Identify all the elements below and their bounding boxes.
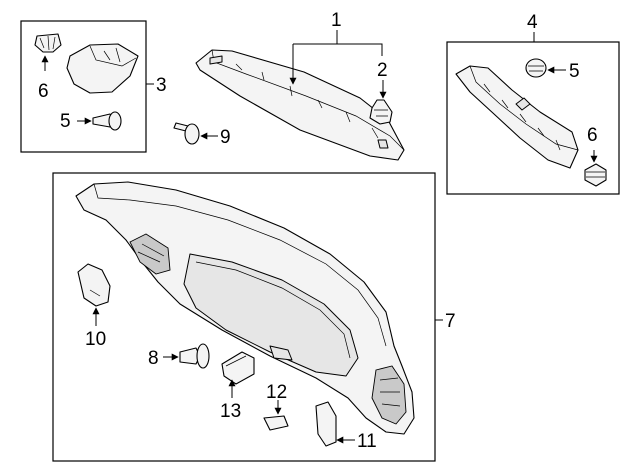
callout-1: 1 (331, 10, 342, 31)
cover-11: 11 (315, 401, 377, 452)
kit-box-3: 6 5 3 (20, 20, 167, 153)
callout-3: 3 (156, 75, 167, 96)
kit-box-4-frame (446, 41, 620, 195)
push-pin-clip-6 (34, 33, 62, 71)
callout-9: 9 (220, 127, 231, 148)
upper-trim-panel-1: 1 (195, 10, 405, 161)
clip-5: 5 (525, 58, 580, 82)
bolt-8: 8 (148, 343, 210, 369)
kit-box-3-frame (20, 20, 147, 153)
callout-2: 2 (377, 60, 388, 81)
kit-box-4: 4 5 6 (446, 12, 620, 195)
kit-box-7-frame (52, 172, 436, 462)
callout-11: 11 (357, 431, 377, 452)
callout-13: 13 (220, 401, 241, 422)
cover-10: 10 (77, 263, 111, 350)
callout-12: 12 (266, 382, 287, 403)
callout-5: 5 (569, 61, 580, 82)
push-pin-9: 9 (173, 122, 231, 148)
callout-10: 10 (85, 329, 106, 350)
callout-8: 8 (148, 348, 159, 369)
callout-7: 7 (445, 311, 456, 332)
callout-6: 6 (38, 81, 49, 102)
cover-13: 13 (220, 351, 255, 422)
liftgate-trim-panel (75, 181, 415, 435)
cap-12: 12 (263, 382, 289, 431)
clip-6: 6 (584, 125, 607, 187)
kit-box-7: 7 10 8 (52, 172, 456, 462)
callout-5: 5 (60, 111, 71, 132)
clip-2: 2 (369, 60, 393, 125)
callout-6: 6 (587, 125, 598, 146)
side-trim (455, 65, 579, 169)
callout-4: 4 (527, 12, 538, 33)
screw-5 (77, 111, 122, 131)
trim-cover (66, 43, 139, 94)
